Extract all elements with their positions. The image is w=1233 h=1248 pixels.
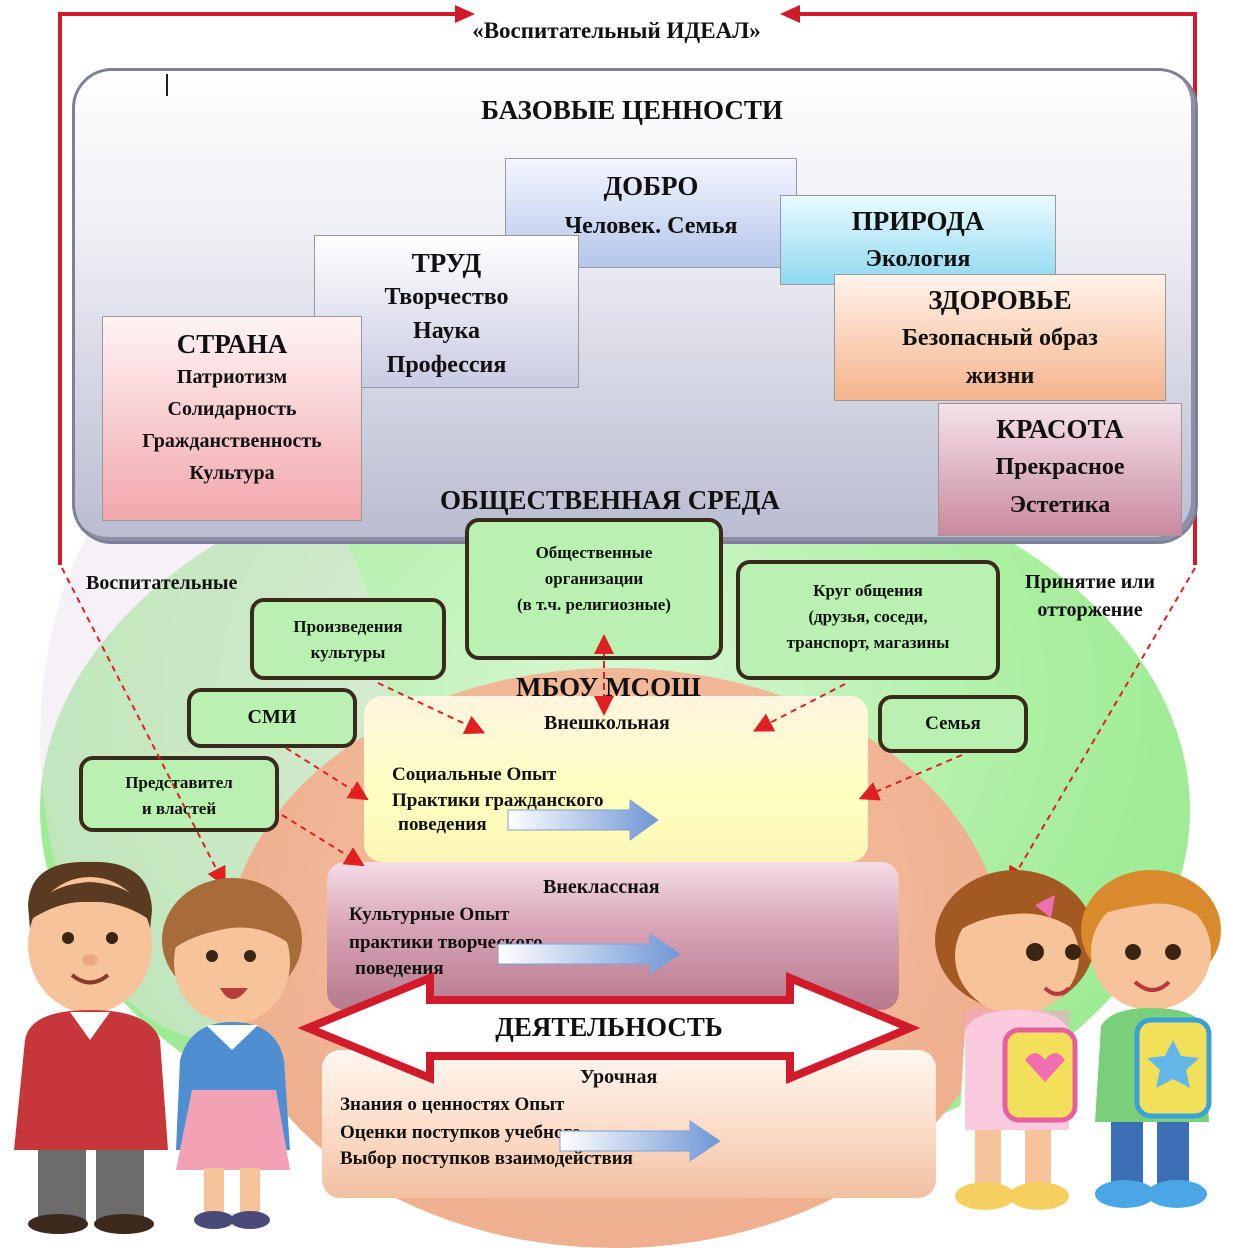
box-public-orgs: Общественные организации (в т.ч. религио… [465,518,723,660]
card-line: жизни [965,363,1035,389]
box-line: Круг общения [813,581,923,600]
father-figure [14,861,168,1234]
box-line: СМИ [247,706,297,728]
card-line: Человек. Семья [564,213,738,239]
base-values-title: БАЗОВЫЕ ЦЕННОСТИ [481,95,783,125]
box-line: Представител [125,773,233,792]
box-culture-works: Произведения культуры [250,598,446,680]
girl-figure [935,870,1095,1210]
zone-line: поведения [398,814,487,835]
box-line: (друзья, соседи, [808,607,928,626]
card-line: Солидарность [167,398,297,420]
card-line: Творчество [384,284,509,310]
zone-title: Внешкольная [544,712,670,734]
label-line: отторжение [1037,599,1143,621]
card-title: ПРИРОДА [851,206,985,236]
value-card-krasota: КРАСОТА Прекрасное Эстетика [938,403,1182,536]
box-line: Произведения [293,617,403,636]
card-title: ДОБРО [603,171,699,201]
school-title: МБОУ МСОШ [516,672,701,702]
card-title: КРАСОТА [996,414,1124,444]
box-line: Общественные [535,543,653,562]
zone-extracurricular: Внешкольная Социальные Опыт Практики гра… [364,696,868,862]
card-line: Прекрасное [995,454,1125,480]
card-line: Наука [413,318,480,344]
card-line: Патриотизм [176,366,288,388]
zone-line: Знания о ценностях Опыт [340,1094,565,1115]
zone-line: практики творческого [349,932,543,953]
cursor-mark [166,74,168,96]
zone-line: Культурные Опыт [349,904,510,925]
zone-line: Оценки поступков учебного [340,1122,582,1143]
label-line: Принятие или [1024,571,1156,593]
box-family: Семья [878,695,1028,753]
environment-title: ОБЩЕСТВЕННАЯ СРЕДА [440,485,780,515]
box-line: Семья [925,713,981,734]
box-line: и властей [141,799,217,818]
card-line: Безопасный образ [902,325,1098,351]
card-line: Гражданственность [142,430,322,452]
value-card-strana: СТРАНА Патриотизм Солидарность Гражданст… [102,316,362,521]
box-line: транспорт, магазины [786,633,950,652]
card-line: Эстетика [1009,492,1111,518]
box-social-circle: Круг общения (друзья, соседи, транспорт,… [736,560,1000,680]
zone-line: Социальные Опыт [392,764,557,785]
card-line: Культура [189,462,275,484]
activity-label: ДЕЯТЕЛЬНОСТЬ [495,1012,723,1042]
zone-line: Выбор поступков взаимодействия [340,1148,633,1169]
card-title: СТРАНА [176,329,288,359]
children-illustration [935,870,1221,1210]
zone-title: Урочная [580,1066,658,1088]
box-line: культуры [310,643,386,662]
box-line: организации [544,569,644,588]
box-line: (в т.ч. религиозные) [517,595,671,614]
ideal-title: «Воспитательный ИДЕАЛ» [472,18,761,43]
zone-line: поведения [355,958,444,979]
parents-illustration [14,861,302,1234]
label-acceptance: Принятие или отторжение [1000,568,1180,624]
boy-figure [1081,870,1221,1208]
mother-figure [162,878,302,1229]
box-media: СМИ [187,688,357,748]
zone-lesson: Урочная Знания о ценностях Опыт Оценки п… [322,1050,936,1198]
label-educational: Воспитательные [86,572,238,594]
zone-line: Практики гражданского [392,790,604,811]
value-card-zdorovie: ЗДОРОВЬЕ Безопасный образ жизни [834,274,1166,401]
card-title: ЗДОРОВЬЕ [928,285,1072,315]
zone-title: Внеклассная [543,876,660,898]
box-authorities: Представител и властей [79,756,279,832]
card-line: Профессия [386,352,507,378]
card-title: ТРУД [411,248,482,278]
card-line: Экология [865,246,971,272]
